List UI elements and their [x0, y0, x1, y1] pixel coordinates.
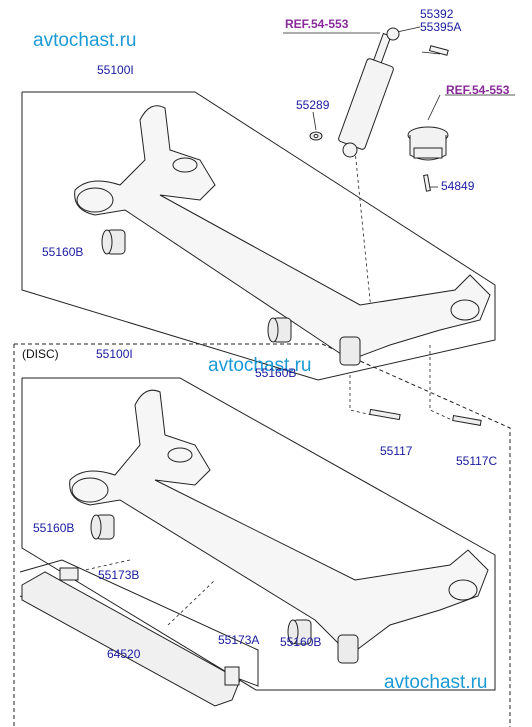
heat-shield: [21, 567, 241, 707]
label-mount-bolt: 54849: [441, 179, 475, 193]
bottom-group-frame: [21, 377, 496, 691]
watermark-bottom: avtochast.ru: [384, 672, 488, 693]
top-bushings: [101, 229, 361, 366]
label-heat-shield: 64520: [107, 647, 141, 661]
label-bolt-a: 55117: [380, 444, 413, 458]
bottom-bushings: [90, 514, 359, 664]
top-beam: [74, 105, 491, 361]
ref-shock: REF.54-553: [285, 17, 349, 31]
label-bolt-c: 55117C: [456, 454, 498, 468]
top-group-frame: [21, 91, 496, 381]
bolts: [369, 408, 482, 426]
bottom-beam: [69, 389, 489, 656]
washer: [309, 131, 323, 141]
label-bushing-left-top: 55160B: [42, 245, 84, 259]
ref-mount: REF.54-553: [446, 83, 510, 97]
watermark-middle: avtochast.ru: [208, 355, 312, 376]
label-bracket-a: 55173A: [218, 633, 260, 647]
label-bottom-beam: 55100I: [96, 347, 133, 361]
upper-mount: [407, 126, 449, 192]
label-bushing-left-bottom: 55160B: [33, 521, 75, 535]
label-bracket-b: 55173B: [98, 568, 140, 582]
shock-absorber: [338, 27, 449, 158]
label-shock-bolt: 55392: [420, 7, 454, 21]
label-shock-nut: 55395A: [420, 20, 462, 34]
label-washer: 55289: [296, 98, 330, 112]
variant-label: (DISC): [22, 347, 59, 361]
watermark-top: avtochast.ru: [33, 30, 137, 51]
disc-dashed-frame: [14, 343, 511, 727]
label-top-beam: 55100I: [97, 63, 134, 77]
label-bushing-right-top: 55160B: [255, 366, 297, 380]
label-bushing-right-bottom: 55160B: [280, 635, 322, 649]
